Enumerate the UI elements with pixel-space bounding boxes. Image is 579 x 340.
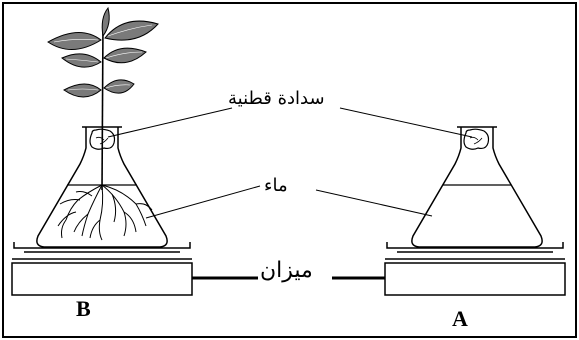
leader-lines — [107, 107, 473, 280]
scale-pan-b — [13, 242, 191, 249]
setup-b — [11, 6, 193, 296]
setup-b-label: B — [76, 296, 91, 321]
plant-stem — [101, 21, 104, 191]
cotton-stopper-b-detail — [95, 136, 109, 145]
water-leader-right — [315, 189, 433, 217]
leaf-low-right — [103, 79, 135, 94]
scale-pan-a — [386, 242, 564, 249]
cotton-stopper-a — [463, 128, 490, 150]
leaf-top-center — [101, 6, 110, 38]
plant-leaves — [47, 6, 159, 98]
flask-a — [411, 127, 543, 248]
stopper-leader-left — [107, 107, 233, 138]
setup-a-label: A — [452, 306, 468, 331]
water-leader-left — [145, 185, 261, 219]
setup-a — [384, 126, 566, 296]
scale-base-b — [11, 262, 193, 296]
water-label: ماء — [264, 175, 288, 196]
stopper-leader-right — [339, 107, 473, 138]
leaf-top-left — [47, 32, 102, 50]
cotton-stopper-label: سدادة قطنية — [228, 88, 325, 109]
scale-base-a — [384, 262, 566, 296]
plant-roots — [57, 184, 153, 241]
leaf-top-right — [104, 20, 159, 41]
leaf-mid-right — [103, 47, 147, 64]
cotton-stopper-a-detail — [469, 136, 483, 145]
scale-label: ميزان — [260, 258, 313, 283]
leaf-low-left — [63, 83, 102, 98]
